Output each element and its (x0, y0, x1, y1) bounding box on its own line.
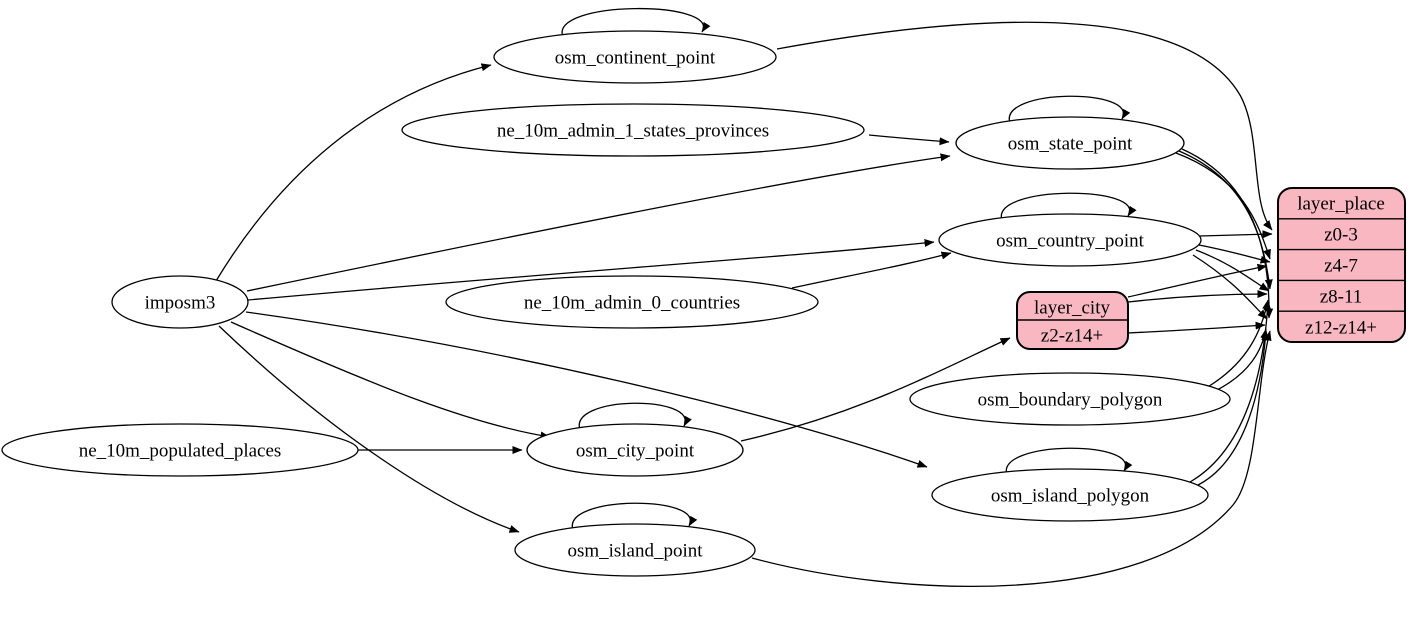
node-label-osm-boundary-polygon: osm_boundary_polygon (978, 390, 1163, 411)
edge-imposm3-osm-state-point (246, 153, 951, 292)
edge-ne-10m-admin-0-countries-osm-country-point (791, 251, 952, 289)
node-osm-island-polygon: osm_island_polygon (931, 468, 1209, 522)
edge-osm-boundary-polygon-layer-place-z8-11 (1205, 299, 1271, 389)
record-rect-layer-place (1277, 187, 1406, 343)
nodes-group: imposm3 osm_continent_point ne_10m_admin… (1, 30, 1406, 577)
edge-osm-continent-point-layer-place-z0-3 (776, 21, 1273, 231)
node-label-imposm3: imposm3 (145, 293, 216, 314)
node-label-osm-island-polygon: osm_island_polygon (991, 486, 1150, 507)
node-layer-city: layer_city z2-z14+ (1016, 291, 1129, 350)
node-ellipse-osm-continent-point (493, 30, 777, 84)
node-osm-island-point: osm_island_point (514, 523, 756, 577)
node-osm-boundary-polygon: osm_boundary_polygon (909, 372, 1231, 426)
node-imposm3: imposm3 (111, 275, 249, 329)
edge-imposm3-osm-city-point (230, 321, 551, 440)
node-osm-continent-point: osm_continent_point (493, 30, 777, 84)
record-row-layer-city-z2-z14: z2-z14+ (1041, 326, 1103, 347)
node-osm-state-point: osm_state_point (955, 116, 1185, 170)
edge-osm-country-point-layer-place-z4-7 (1198, 244, 1271, 264)
record-row-layer-place-z12-z14: z12-z14+ (1305, 318, 1377, 339)
edge-imposm3-osm-country-point (247, 239, 935, 301)
node-label-ne-10m-admin-1-states-provinces: ne_10m_admin_1_states_provinces (497, 121, 769, 142)
edge-osm-country-point-layer-place-z0-3 (1199, 230, 1273, 239)
self-loop-osm-island-polygon (1005, 447, 1133, 476)
node-label-osm-continent-point: osm_continent_point (555, 48, 716, 69)
node-label-ne-10m-admin-0-countries: ne_10m_admin_0_countries (524, 293, 740, 314)
edge-osm-state-point-layer-place-z12-z14 (1181, 148, 1274, 319)
edge-layer-city-layer-place-z12-z14 (1127, 321, 1266, 334)
edge-layer-city-layer-place-z4-7 (1127, 263, 1268, 298)
edge-layer-city-layer-place-z8-11 (1127, 290, 1268, 303)
node-label-osm-city-point: osm_city_point (576, 441, 695, 462)
self-loop-osm-island-point (571, 502, 698, 531)
node-ellipse-imposm3 (111, 275, 249, 329)
node-ne-10m-admin-1-states-provinces: ne_10m_admin_1_states_provinces (401, 103, 865, 157)
record-title-layer-city: layer_city (1034, 298, 1110, 319)
node-osm-country-point: osm_country_point (938, 213, 1202, 267)
edge-ne-10m-admin-1-states-provinces-osm-state-point (868, 134, 950, 146)
node-ellipse-osm-state-point (955, 116, 1185, 170)
edge-imposm3-osm-island-point (218, 325, 520, 533)
self-loop-osm-state-point (1008, 95, 1131, 124)
node-ellipse-osm-country-point (938, 213, 1202, 267)
node-ellipse-ne-10m-admin-0-countries (445, 275, 819, 329)
edges-group (215, 7, 1274, 588)
self-loop-osm-country-point (1001, 192, 1137, 221)
self-loop-osm-city-point (578, 402, 692, 431)
node-label-ne-10m-populated-places: ne_10m_populated_places (79, 441, 282, 462)
node-ne-10m-admin-0-countries: ne_10m_admin_0_countries (445, 275, 819, 329)
edge-osm-country-point-layer-place-z12-z14 (1192, 254, 1268, 320)
edge-osm-island-point-layer-place-z12-z14 (751, 330, 1272, 588)
node-label-osm-country-point: osm_country_point (996, 231, 1144, 252)
node-ellipse-osm-city-point (526, 423, 744, 477)
node-ellipse-ne-10m-admin-1-states-provinces (401, 103, 865, 157)
node-osm-city-point: osm_city_point (526, 423, 744, 477)
edge-osm-city-point-layer-city-z2-z14 (740, 337, 1011, 442)
node-ellipse-osm-island-point (514, 523, 756, 577)
edge-imposm3-osm-island-polygon (245, 311, 928, 468)
record-row-layer-place-z4-7: z4-7 (1324, 256, 1358, 277)
node-ellipse-osm-island-polygon (931, 468, 1209, 522)
node-layer-place: layer_place z0-3 z4-7 z8-11 z12-z14+ (1277, 187, 1406, 343)
self-loop-osm-continent-point (561, 7, 711, 38)
node-label-osm-state-point: osm_state_point (1008, 134, 1133, 155)
edge-osm-island-polygon-layer-place-z12-z14 (1195, 330, 1270, 487)
node-label-osm-island-point: osm_island_point (567, 541, 703, 562)
node-ellipse-ne-10m-populated-places (1, 423, 359, 477)
record-row-layer-place-z8-11: z8-11 (1320, 287, 1363, 308)
edge-osm-island-polygon-layer-place-z8-11 (1189, 300, 1272, 483)
edge-imposm3-osm-continent-point (215, 63, 492, 282)
record-title-layer-place: layer_place (1297, 194, 1385, 215)
node-ne-10m-populated-places: ne_10m_populated_places (1, 423, 359, 477)
record-row-layer-place-z0-3: z0-3 (1324, 225, 1358, 246)
node-ellipse-osm-boundary-polygon (909, 372, 1231, 426)
